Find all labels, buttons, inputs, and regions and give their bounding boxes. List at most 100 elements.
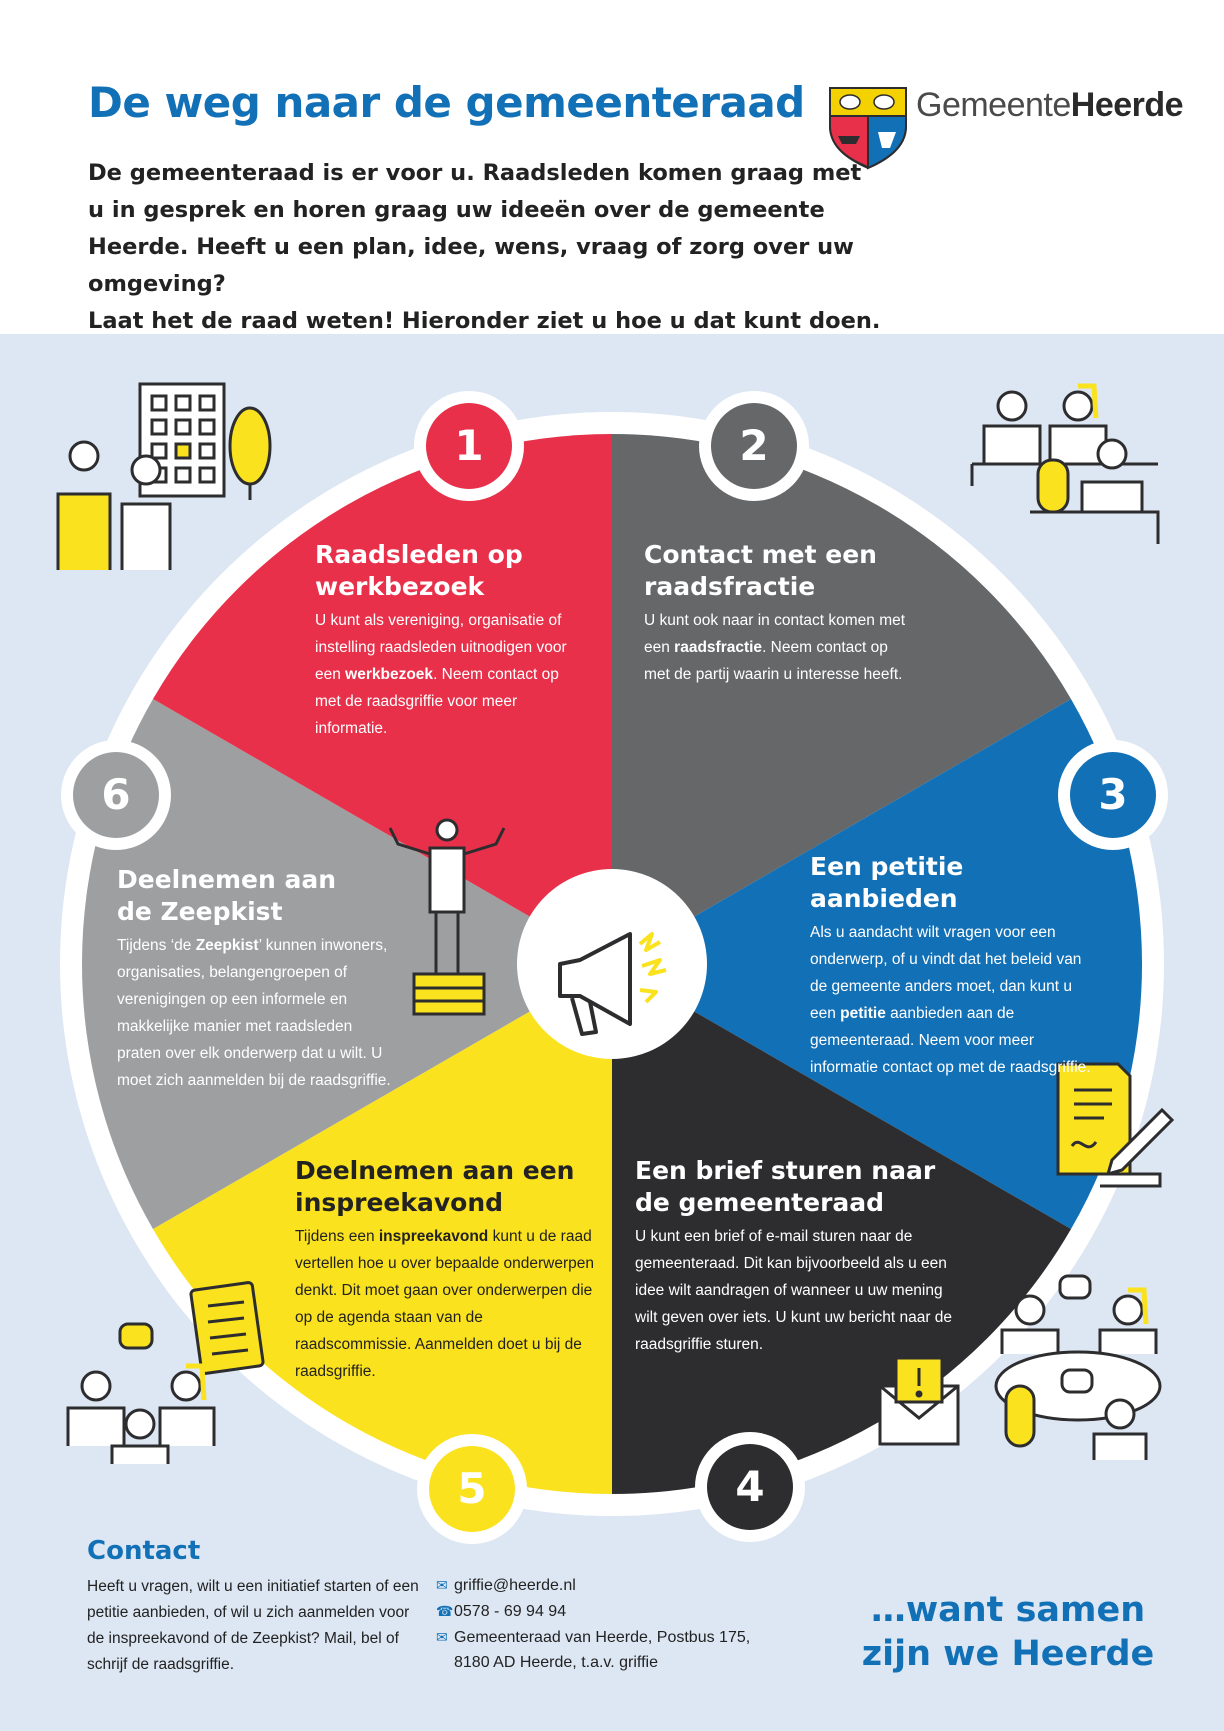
body-bold-run: raadsfractie (674, 639, 763, 656)
segment-1-body: U kunt als vereniging, organisatie of in… (315, 607, 570, 742)
segment-1-title: Raadsleden op werkbezoek (315, 539, 570, 603)
segment-6-wedge (81, 699, 613, 1229)
mail-address-icon: ✉ (436, 1629, 448, 1645)
step-4-number: 4 (707, 1444, 793, 1530)
title-line: Een petitie aanbieden (810, 852, 964, 913)
email-icon: ✉ (436, 1577, 448, 1593)
title-line: Deelnemen aan een (295, 1156, 575, 1185)
contact-phone[interactable]: 0578 - 69 94 94 (454, 1603, 567, 1620)
title-line: Raadsleden op (315, 540, 523, 569)
coat-of-arms-icon (829, 87, 907, 170)
body-run: kunt u de raad vertellen hoe u over bepa… (295, 1228, 595, 1380)
segment-5-wedge (153, 964, 612, 1495)
segment-5-title: Deelnemen aan een inspreekavond (295, 1155, 595, 1219)
contact-email-row: ✉ griffie@heerde.nl (436, 1572, 576, 1599)
contact-address-line2: 8180 AD Heerde, t.a.v. griffie (454, 1654, 658, 1671)
intro-line: u in gesprek en horen graag uw ideeën ov… (88, 197, 825, 223)
segment-3-body: Als u aandacht wilt vragen voor een onde… (810, 919, 1095, 1081)
segment-2-body: U kunt ook naar in contact komen met een… (644, 607, 914, 688)
segment-2-title: Contact met een raadsfractie (644, 539, 914, 603)
header-area (0, 0, 1224, 334)
page-title: De weg naar de gemeenteraad (88, 78, 805, 127)
step-3-number: 3 (1070, 752, 1156, 838)
segment-6-body: Tijdens ‘de Zeepkist’ kunnen inwoners, o… (117, 932, 392, 1094)
intro-text: De gemeenteraad is er voor u. Raadsleden… (88, 155, 968, 340)
logo-text-light: Gemeente (916, 86, 1071, 124)
segment-3-wedge (612, 699, 1143, 1229)
wheel-diagram (56, 382, 1175, 1516)
group-meeting-icon (994, 1274, 1162, 1460)
slogan-line: zijn we Heerde (861, 1634, 1155, 1674)
megaphone-icon (558, 932, 667, 1036)
step-6-number: 6 (73, 752, 159, 838)
step-3-badge: 3 (1058, 740, 1168, 850)
contact-address-line1: Gemeenteraad van Heerde, Postbus 175, (454, 1629, 751, 1646)
contact-heading: Contact (87, 1536, 201, 1566)
segment-6-title: Deelnemen aan de Zeepkist (117, 864, 392, 928)
contact-text: Heeft u vragen, wilt u een initiatief st… (87, 1578, 419, 1673)
body-run: Tijdens ‘de (117, 937, 196, 954)
email-letter-icon (878, 1356, 960, 1446)
step-6-badge: 6 (61, 740, 171, 850)
logo-wordmark: GemeenteHeerde (916, 86, 1184, 125)
body-run: U kunt ook naar in contact komen met een (644, 612, 906, 656)
body-bold-run: Zeepkist (195, 937, 259, 954)
body-bold-run: inspreekavond (378, 1228, 489, 1245)
segment-3-text: Een petitie aanbieden Als u aandacht wil… (810, 851, 1095, 1081)
segment-1-text: Raadsleden op werkbezoek U kunt als veren… (315, 539, 570, 742)
step-5-number: 5 (429, 1446, 515, 1532)
notepad-icon (189, 1281, 265, 1375)
body-run: U kunt als vereniging, organisatie of in… (315, 612, 567, 683)
body-run: . Neem contact op met de partij waarin u… (644, 639, 903, 683)
segment-5-body: Tijdens een inspreekavond kunt u de raad… (295, 1223, 595, 1385)
step-1-number: 1 (426, 403, 512, 489)
step-5-badge: 5 (417, 1434, 527, 1544)
title-line: inspreekavond (295, 1188, 504, 1217)
contact-address-row: ✉ Gemeenteraad van Heerde, Postbus 175, (436, 1624, 750, 1651)
people-meeting-icon (970, 383, 1160, 544)
logo-text-bold: Heerde (1070, 86, 1184, 124)
slogan-line: …want samen (870, 1590, 1146, 1630)
contact-phone-row: ☎0578 - 69 94 94 (436, 1598, 566, 1625)
intro-line: Heerde. Heeft u een plan, idee, wens, vr… (88, 234, 854, 297)
segment-6-text: Deelnemen aan de Zeepkist Tijdens ‘de Zee… (117, 864, 392, 1094)
group-chat-icon (66, 1322, 216, 1464)
segment-3-title: Een petitie aanbieden (810, 851, 1095, 915)
speaker-on-soapbox-icon (388, 818, 506, 1016)
segment-4-body: U kunt een brief of e-mail sturen naar d… (635, 1223, 965, 1358)
step-1-badge: 1 (414, 391, 524, 501)
step-2-number: 2 (711, 403, 797, 489)
intro-line: Laat het de raad weten! Hieronder ziet u… (88, 308, 881, 334)
segment-4-title: Een brief sturen naar de gemeenteraad (635, 1155, 965, 1219)
segment-2-wedge (612, 434, 1071, 964)
title-line: Een brief sturen naar (635, 1156, 936, 1185)
title-line: de Zeepkist (117, 897, 283, 926)
segment-4-text: Een brief sturen naar de gemeenteraad U k… (635, 1155, 965, 1358)
step-4-badge: 4 (695, 1432, 805, 1542)
title-line: de gemeenteraad (635, 1188, 885, 1217)
body-run: aanbieden aan de gemeenteraad. Neem voor… (810, 1005, 1091, 1076)
title-line: raadsfractie (644, 572, 816, 601)
contact-address-row-2: 8180 AD Heerde, t.a.v. griffie (454, 1650, 658, 1676)
slogan: …want samen zijn we Heerde (858, 1588, 1158, 1676)
body-bold-run: werkbezoek (345, 666, 434, 683)
contact-email[interactable]: griffie@heerde.nl (454, 1577, 576, 1594)
body-run: Tijdens een (295, 1228, 379, 1245)
signed-letter-icon (1056, 1062, 1175, 1188)
segment-5-text: Deelnemen aan een inspreekavond Tijdens e… (295, 1155, 595, 1385)
title-line: werkbezoek (315, 572, 485, 601)
phone-icon: ☎ (436, 1603, 454, 1619)
segment-4-wedge (612, 964, 1071, 1494)
gemeente-heerde-logo (829, 87, 907, 170)
intro-line: De gemeenteraad is er voor u. Raadsleden… (88, 160, 862, 186)
building-icon (56, 382, 272, 570)
title-line: Deelnemen aan (117, 865, 337, 894)
step-2-badge: 2 (699, 391, 809, 501)
body-bold-run: petitie (840, 1005, 886, 1022)
segment-1-wedge (153, 434, 612, 964)
body-run: Als u aandacht wilt vragen voor een onde… (810, 924, 1082, 1022)
body-run: ’ kunnen inwoners, organisaties, belange… (117, 937, 391, 1089)
body-run: U kunt een brief of e-mail sturen naar d… (635, 1228, 953, 1353)
segment-2-text: Contact met een raadsfractie U kunt ook n… (644, 539, 914, 688)
title-line: Contact met een (644, 540, 877, 569)
